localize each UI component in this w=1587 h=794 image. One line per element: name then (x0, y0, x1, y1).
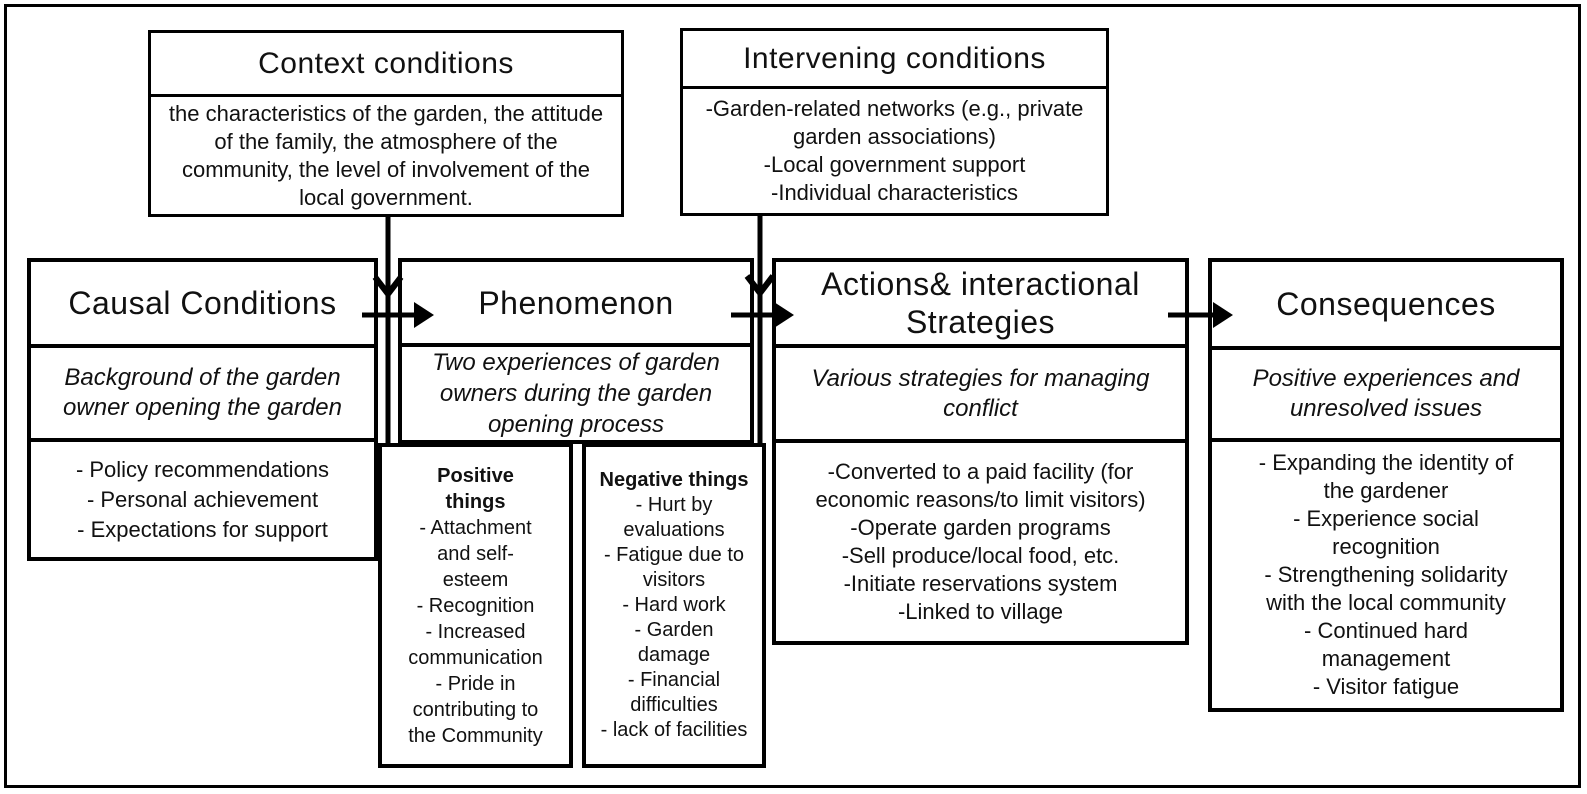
list-item: -Sell produce/local food, etc. (841, 543, 1120, 568)
list-item: - Fatigue due to visitors (603, 544, 745, 591)
list-item: - Attachment and self-esteem (419, 516, 532, 591)
list-item: - Policy recommendations (75, 456, 330, 482)
intervening-down-arrow (744, 215, 776, 443)
consequences-box: Consequences Positive experiences and un… (1208, 258, 1564, 712)
negative-things-items: - Hurt by evaluations- Fatigue due to vi… (598, 493, 750, 743)
context-down-arrow (372, 216, 404, 443)
list-item: -Initiate reservations system (843, 571, 1118, 596)
list-item: -Local government support (763, 152, 1026, 177)
negative-things-box: Negative things - Hurt by evaluations- F… (582, 443, 766, 768)
actions-items: -Converted to a paid facility (for econo… (776, 443, 1185, 641)
phenomenon-subtitle: Two experiences of garden owners during … (432, 349, 720, 438)
context-conditions-box: Context conditions the characteristics o… (148, 30, 624, 217)
intervening-conditions-box: Intervening conditions -Garden-related n… (680, 28, 1109, 216)
consequences-items: - Expanding the identity of the gardener… (1212, 442, 1560, 708)
actions-strategies-box: Actions& interactional Strategies Variou… (772, 258, 1189, 645)
list-item: - Pride in contributing to the Community (408, 672, 543, 747)
list-item: - Hard work (622, 594, 726, 616)
list-item: - Expanding the identity of the gardener (1258, 450, 1514, 503)
phenomenon-to-actions-arrow (731, 302, 794, 328)
list-item: - Continued hard management (1304, 618, 1468, 671)
list-item: - Visitor fatigue (1312, 674, 1460, 699)
causal-items: - Policy recommendations - Personal achie… (31, 442, 374, 557)
causal-conditions-box: Causal Conditions Background of the gard… (27, 258, 378, 561)
positive-things-box: Positive things - Attachment and self-es… (378, 443, 573, 768)
positive-things-header: Positive things (437, 464, 514, 513)
list-item: - Increased communication (408, 620, 543, 669)
actions-subtitle: Various strategies for managing conflict (776, 348, 1185, 443)
positive-things-items: - Attachment and self-esteem - Recognitio… (405, 515, 547, 749)
causal-subtitle: Background of the garden owner opening t… (31, 348, 374, 442)
list-item: - Recognition (416, 594, 535, 617)
consequences-subtitle: Positive experiences and unresolved issu… (1212, 350, 1560, 442)
list-item: - lack of facilities (600, 719, 748, 741)
context-title: Context conditions (151, 33, 621, 97)
actions-title: Actions& interactional Strategies (776, 262, 1185, 348)
intervening-title: Intervening conditions (683, 31, 1106, 89)
list-item: -Individual characteristics (771, 180, 1018, 205)
causal-to-phenomenon-arrow (362, 302, 434, 328)
list-item: -Operate garden programs (850, 515, 1111, 540)
outer-border (4, 4, 1581, 788)
context-body: the characteristics of the garden, the a… (168, 100, 604, 210)
list-item: - Financial difficulties (627, 669, 721, 716)
intervening-items: -Garden-related networks (e.g., private … (683, 89, 1106, 213)
consequences-title: Consequences (1212, 262, 1560, 350)
list-item: -Garden-related networks (e.g., private … (705, 96, 1084, 149)
list-item: - Personal achievement (86, 486, 319, 512)
list-item: -Linked to village (897, 599, 1064, 624)
list-item: - Garden damage (634, 619, 714, 666)
causal-title: Causal Conditions (31, 262, 374, 348)
actions-to-consequences-arrow (1168, 302, 1233, 328)
list-item: - Experience social recognition (1293, 506, 1479, 559)
list-item: - Strengthening solidarity with the loca… (1264, 562, 1508, 615)
list-item: - Hurt by evaluations (623, 494, 725, 541)
list-item: -Converted to a paid facility (for econo… (815, 459, 1146, 512)
list-item: - Expectations for support (77, 516, 328, 542)
negative-things-header: Negative things (599, 469, 749, 491)
phenomenon-title: Phenomenon (402, 262, 750, 347)
phenomenon-box: Phenomenon Two experiences of garden own… (398, 258, 754, 444)
